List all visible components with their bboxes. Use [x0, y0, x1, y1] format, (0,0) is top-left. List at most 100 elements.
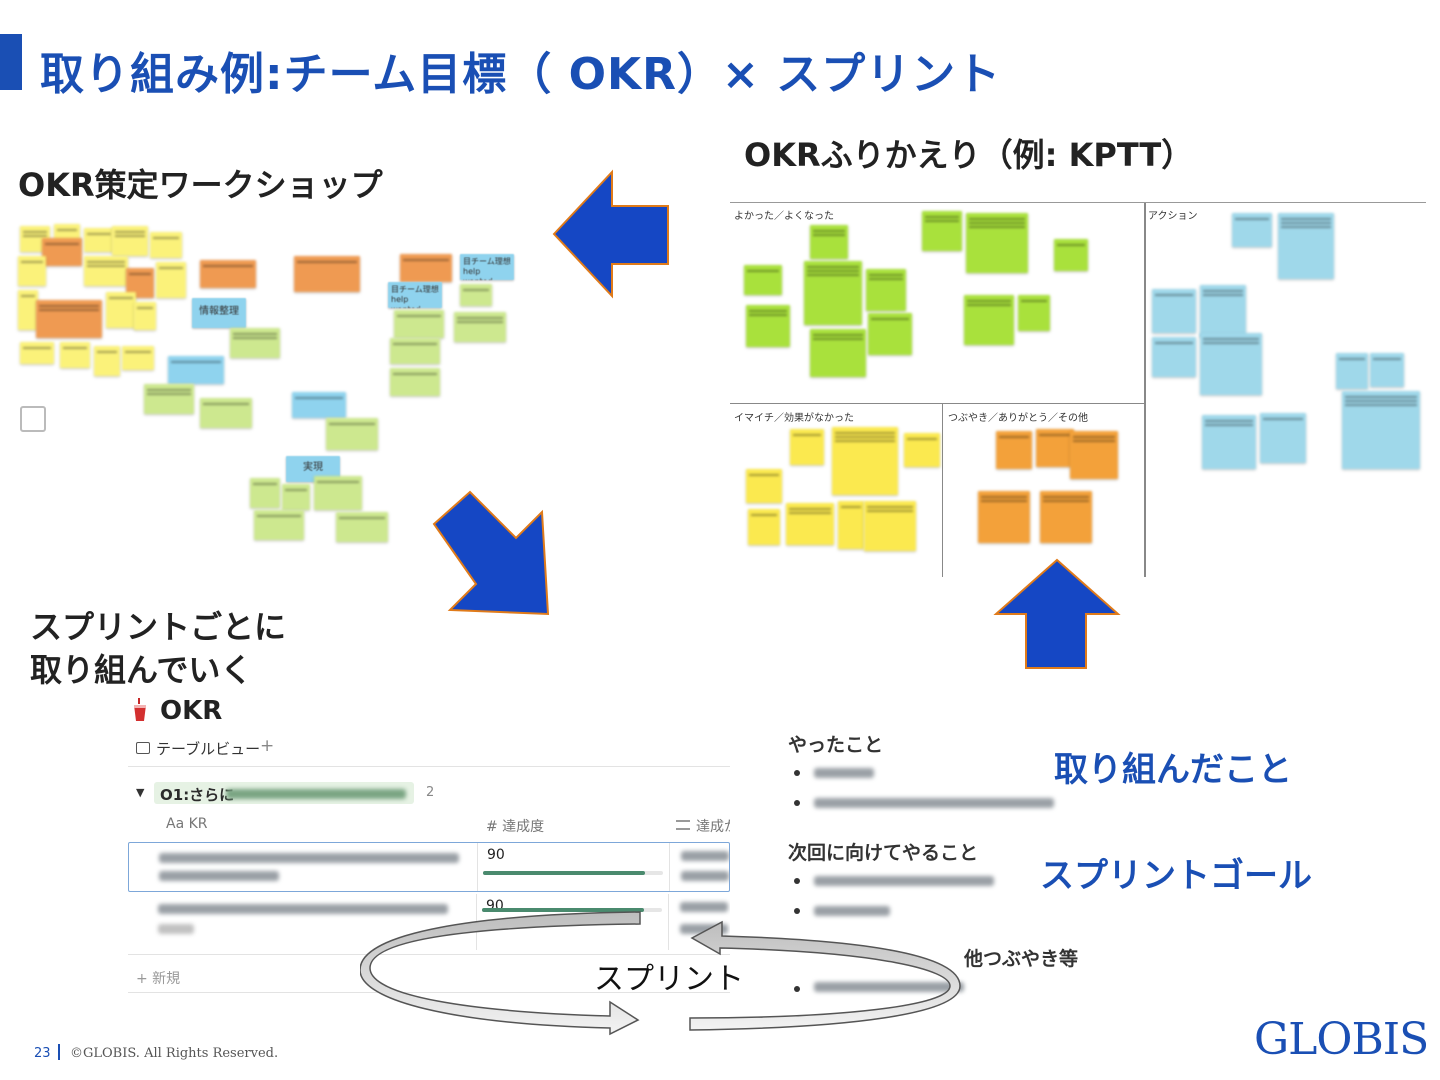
doc-bullet-text — [814, 982, 964, 992]
sticky-note — [978, 491, 1030, 543]
row-status-text-2 — [680, 924, 728, 934]
sticky-note — [1054, 239, 1088, 271]
sticky-note — [292, 392, 346, 418]
sticky-note — [868, 313, 912, 355]
sticky-note — [60, 342, 90, 368]
sticky-note — [168, 356, 224, 384]
new-row-button[interactable]: + 新規 — [136, 971, 181, 987]
sprint-heading-line2: 取り組んでいく — [30, 651, 253, 689]
sticky-note — [326, 418, 378, 450]
text-column-icon — [676, 820, 690, 830]
globis-logo: GLOBIS — [1254, 1014, 1429, 1065]
row-rate-value: 90 — [487, 847, 505, 863]
page-number: 23 — [34, 1046, 51, 1061]
add-view-button[interactable]: + — [260, 736, 275, 756]
sticky-note — [1152, 337, 1196, 377]
col-status-header[interactable]: 達成か — [696, 819, 738, 835]
sticky-note — [1370, 353, 1404, 387]
cup-icon — [132, 698, 148, 722]
sticky-note — [786, 503, 834, 545]
sticky-note — [84, 256, 128, 286]
bullet — [794, 878, 800, 884]
sticky-note — [390, 338, 440, 364]
category-note-help-2: 目チーム理想 help wanted — [388, 282, 442, 308]
sticky-note — [84, 228, 114, 252]
sticky-note — [122, 346, 154, 370]
sticky-note — [922, 211, 962, 251]
sticky-note — [904, 433, 940, 467]
row-progress-bar — [482, 908, 662, 912]
sticky-note — [18, 290, 38, 330]
sticky-note — [390, 368, 440, 396]
doc-heading-next: 次回に向けてやること — [788, 842, 979, 864]
doc-bullet-text — [814, 876, 994, 886]
sticky-note — [1202, 415, 1256, 469]
sticky-note — [746, 469, 782, 503]
sticky-note — [996, 431, 1032, 469]
okr-page-title: OKR — [160, 696, 223, 726]
sticky-note — [1070, 431, 1118, 479]
row-status-text-2 — [681, 871, 729, 881]
sticky-note — [1200, 333, 1262, 395]
sticky-note — [804, 261, 862, 325]
copyright: ©GLOBIS. All Rights Reserved. — [70, 1046, 279, 1061]
sticky-note — [94, 346, 120, 376]
okr-table-panel: OKR テーブルビュー + ▼ O1:さらに 2 Aa KR # 達成度 達成か… — [128, 690, 738, 1000]
sticky-note — [866, 269, 906, 311]
table-row[interactable]: 90 — [128, 894, 730, 950]
sticky-note — [400, 254, 452, 282]
sticky-note — [150, 232, 182, 258]
sticky-note — [336, 512, 388, 542]
sticky-note — [964, 295, 1014, 345]
sticky-note — [746, 305, 790, 347]
sticky-note — [230, 328, 280, 358]
sticky-note — [838, 501, 864, 549]
sprint-cycle-icon — [360, 911, 961, 1036]
sticky-note — [460, 284, 492, 306]
sticky-note — [254, 510, 304, 540]
sticky-note — [250, 478, 280, 508]
retro-heading: OKRふりかえり（例: KPTT） — [744, 136, 1194, 174]
table-row[interactable]: 90 — [128, 842, 730, 892]
sticky-note — [966, 213, 1028, 273]
workshop-board: 情報整理 目チーム理想 help wanted 目チーム理想 help want… — [14, 222, 534, 552]
sprint-goal-label: スプリントゴール — [1040, 856, 1312, 896]
sticky-note — [134, 302, 156, 330]
sticky-note — [156, 262, 186, 298]
row-divider — [128, 954, 730, 955]
col-rate-header[interactable]: # 達成度 — [486, 819, 545, 835]
group-count: 2 — [426, 785, 435, 800]
checkbox-icon — [20, 406, 46, 432]
sticky-note — [1336, 353, 1368, 389]
sticky-note — [1040, 491, 1092, 543]
group-label-blurred — [226, 789, 406, 799]
sticky-note — [394, 310, 444, 338]
doc-heading-done: やったこと — [788, 734, 884, 756]
bullet — [794, 986, 800, 992]
sticky-note — [294, 256, 360, 292]
table-view-icon — [136, 742, 150, 754]
sticky-note — [20, 342, 54, 364]
sticky-note — [200, 260, 256, 288]
bullet — [794, 770, 800, 776]
arrow-up-icon — [993, 558, 1121, 669]
row-progress-bar — [483, 871, 663, 875]
cell-divider — [669, 843, 670, 891]
group-toggle-icon[interactable]: ▼ — [136, 786, 145, 799]
col-kr-header[interactable]: Aa KR — [166, 816, 208, 832]
table-view-tab[interactable]: テーブルビュー — [156, 740, 261, 758]
bullet — [794, 800, 800, 806]
sticky-note — [454, 312, 506, 342]
category-note-realize: 実現 — [286, 456, 340, 482]
sticky-note — [144, 384, 194, 414]
row-status-text — [681, 851, 729, 861]
kptt-action-label: アクション — [1148, 211, 1198, 222]
doc-bullet-text — [814, 906, 890, 916]
sticky-note — [314, 476, 362, 510]
kptt-divider-vertical — [1144, 203, 1146, 577]
sprint-cycle-label: スプリント — [594, 962, 744, 997]
arrow-down-right-icon — [432, 490, 550, 616]
title-accent-bar — [0, 34, 22, 90]
bullet — [794, 908, 800, 914]
kptt-board: よかった／よくなった アクション イマイチ／効果がなかった つぶやき／ありがとう… — [730, 202, 1426, 577]
